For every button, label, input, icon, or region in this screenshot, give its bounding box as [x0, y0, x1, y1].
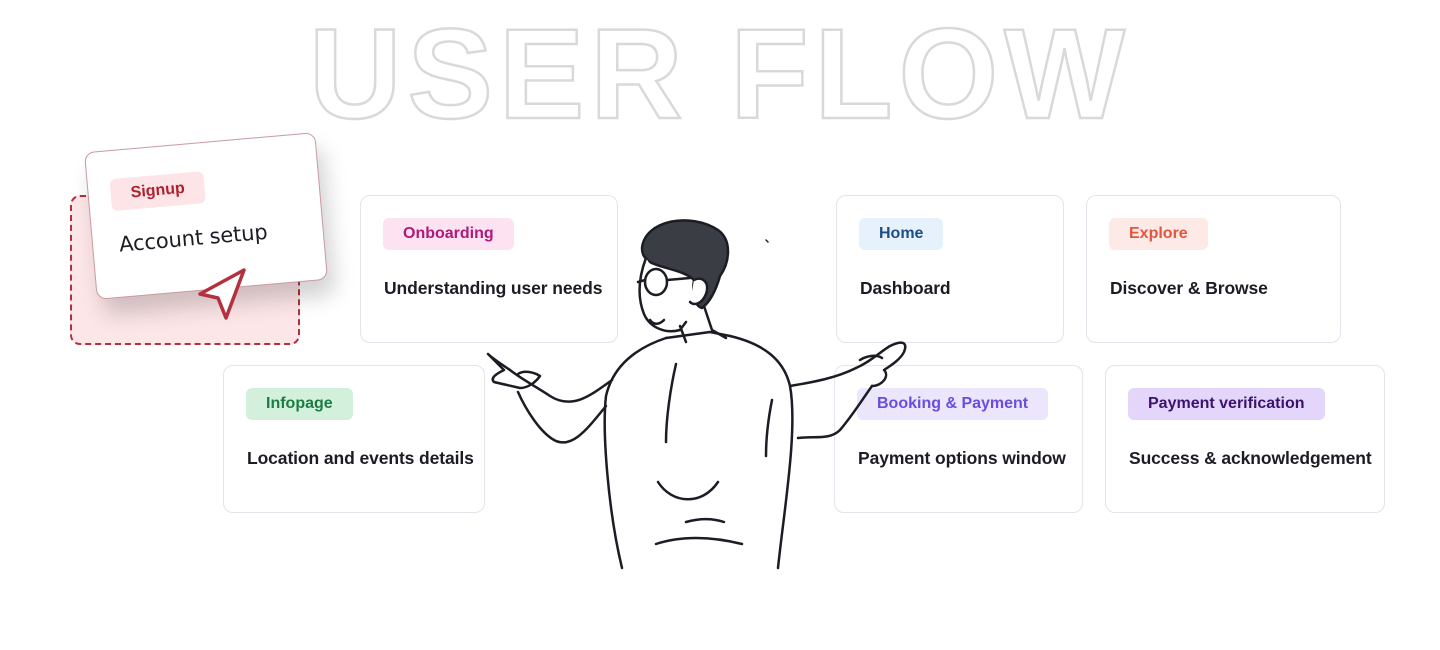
- card-home[interactable]: Home Dashboard: [836, 195, 1064, 343]
- card-tag: Onboarding: [383, 218, 514, 250]
- card-tag: Home: [859, 218, 944, 250]
- card-tag: Infopage: [246, 388, 353, 420]
- card-payment-verification[interactable]: Payment verification Success & acknowled…: [1105, 365, 1385, 513]
- title-svg: USER FLOW: [308, 8, 1131, 128]
- confused-man-illustration: [486, 219, 907, 570]
- signup-tag: Signup: [109, 171, 207, 212]
- signup-description: Account setup: [118, 219, 269, 257]
- card-tag: Payment verification: [1128, 388, 1325, 420]
- card-description: Discover & Browse: [1110, 278, 1268, 298]
- card-infopage[interactable]: Infopage Location and events details: [223, 365, 485, 513]
- card-description: Payment options window: [858, 448, 1066, 468]
- card-description: Success & acknowledgement: [1129, 448, 1372, 468]
- card-tag: Explore: [1109, 218, 1208, 250]
- card-tag: Booking & Payment: [857, 388, 1049, 420]
- cursor-arrow-icon: [198, 268, 246, 320]
- card-explore[interactable]: Explore Discover & Browse: [1086, 195, 1341, 343]
- card-description: Dashboard: [860, 278, 951, 298]
- card-booking-payment[interactable]: Booking & Payment Payment options window: [834, 365, 1083, 513]
- card-onboarding[interactable]: Onboarding Understanding user needs: [360, 195, 618, 343]
- title-text: USER FLOW: [309, 8, 1131, 128]
- card-description: Understanding user needs: [384, 278, 603, 298]
- page-title: USER FLOW: [0, 8, 1440, 128]
- card-description: Location and events details: [247, 448, 474, 468]
